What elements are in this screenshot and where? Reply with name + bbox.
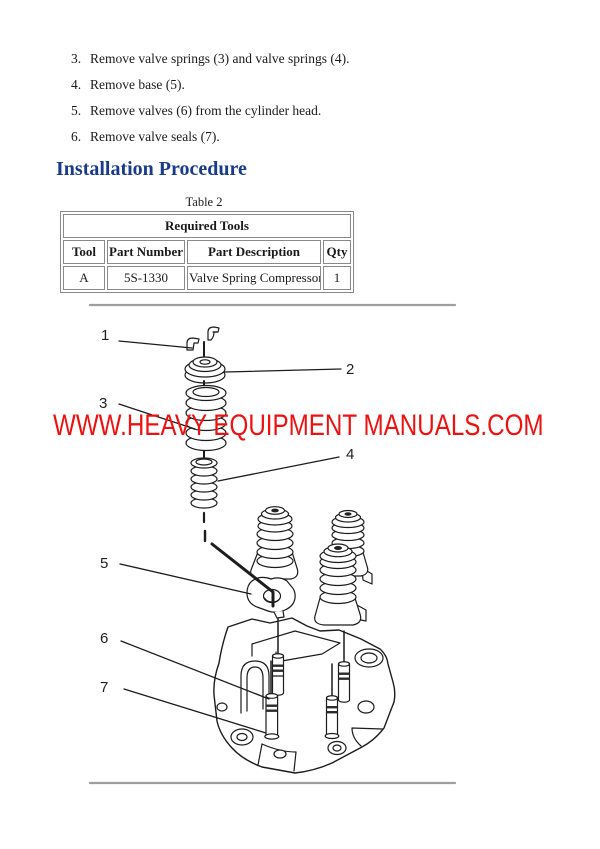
- col-header-tool: Tool: [63, 240, 105, 264]
- valves-and-seals: [264, 616, 351, 740]
- step-item: 4. Remove base (5).: [71, 76, 531, 93]
- spring-retainer: [184, 341, 226, 389]
- callout-5: 5: [100, 555, 109, 572]
- step-text: Remove valve springs (3) and valve sprin…: [90, 51, 350, 66]
- valve-keepers: [186, 326, 220, 351]
- col-header-qty: Qty: [323, 240, 351, 264]
- callout-6: 6: [100, 630, 109, 647]
- callout-2: 2: [346, 361, 355, 378]
- assembled-spring-left: [250, 506, 299, 580]
- callout-1: 1: [101, 327, 110, 344]
- col-header-part-description: Part Description: [187, 240, 321, 264]
- inner-valve-spring: [190, 457, 218, 509]
- step-number: 4.: [71, 77, 82, 92]
- callout-4: 4: [346, 446, 355, 463]
- step-list: 3. Remove valve springs (3) and valve sp…: [71, 50, 531, 154]
- step-text: Remove valves (6) from the cylinder head…: [90, 103, 322, 118]
- step-number: 6.: [71, 129, 82, 144]
- step-item: 3. Remove valve springs (3) and valve sp…: [71, 50, 531, 67]
- cell-part-number: 5S-1330: [107, 266, 185, 290]
- assembled-spring-front: [314, 543, 367, 626]
- table-title-row: Required Tools: [63, 214, 351, 238]
- table-header-row: Tool Part Number Part Description Qty: [63, 240, 351, 264]
- callout-7: 7: [100, 679, 109, 696]
- table-row: A 5S-1330 Valve Spring Compressor 1: [63, 266, 351, 290]
- required-tools-table: Required Tools Tool Part Number Part Des…: [60, 211, 354, 293]
- outer-valve-spring: [185, 384, 227, 452]
- cell-qty: 1: [323, 266, 351, 290]
- step-text: Remove base (5).: [90, 77, 185, 92]
- watermark-text: WWW.HEAVY EQUIPMENT MANUALS.COM: [53, 409, 544, 442]
- cell-tool: A: [63, 266, 105, 290]
- table-title: Required Tools: [63, 214, 351, 238]
- step-item: 5. Remove valves (6) from the cylinder h…: [71, 102, 531, 119]
- base-plate: [246, 576, 296, 619]
- table-caption: Table 2: [185, 195, 223, 209]
- cell-part-description: Valve Spring Compressor: [187, 266, 321, 290]
- callout-3: 3: [99, 395, 108, 412]
- step-text: Remove valve seals (7).: [90, 129, 220, 144]
- step-number: 5.: [71, 103, 82, 118]
- valve-stem-line: [202, 449, 275, 608]
- callout-lines: [118, 340, 342, 734]
- cylinder-head: [213, 617, 396, 774]
- step-number: 3.: [71, 51, 82, 66]
- col-header-part-number: Part Number: [107, 240, 185, 264]
- section-heading: Installation Procedure: [56, 158, 247, 180]
- step-item: 6. Remove valve seals (7).: [71, 128, 531, 145]
